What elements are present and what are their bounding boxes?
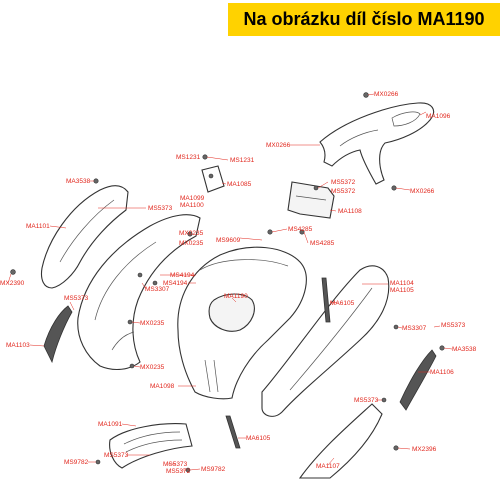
label-MS3307-right: MS3307 [402,325,427,332]
part-rear-carrier [319,102,435,185]
label-MX0266-right: MX0266 [410,188,435,195]
label-MS4194-b: MS4194 [163,280,188,287]
label-MS9609: MS9609 [216,237,241,244]
label-MS5372-a: MS5372 [331,179,356,186]
label-MS5373-mid: MS5373 [354,397,379,404]
part-seat-tray [177,246,307,400]
screws [10,92,445,473]
label-MA1085: MA1085 [227,181,252,188]
label-MX2390: MX2390 [0,280,25,287]
label-MS5373-low: MS5373 [163,461,188,468]
label-MX2396: MX2396 [412,446,437,453]
label-MS4285-b: MS4285 [310,240,335,247]
part-left-trim [43,305,73,364]
label-MS5372-b: MS5372 [331,188,356,195]
part-labels: MX0266 MA1096 MX0266 MS1231 MS1231 MA108… [0,91,477,475]
label-MA1104: MA1104 [390,280,414,287]
label-MS5372-low: MS5372 [166,468,191,475]
part-rear-lamp [109,423,193,469]
label-MS4194-a: MS4194 [170,272,195,279]
part-left-panel [40,185,129,289]
label-MS4285-a: MS4285 [288,226,313,233]
banner-title: Na obrázku díl číslo MA1190 [243,9,485,29]
leader-lines [7,93,453,471]
label-MA1105: MA1105 [390,287,414,294]
part-left-side-cover [77,214,201,371]
label-MS3307-left: MS3307 [145,286,170,293]
part-cover-center [287,181,335,219]
label-MS9782-b: MS9782 [201,466,226,473]
label-MA1101: MA1101 [26,223,50,230]
part-lower-right-panel [298,403,383,479]
part-bracket [201,165,225,193]
label-MA3538-left: MA3538 [66,178,91,185]
label-MS9782-a: MS9782 [64,459,89,466]
label-MA1103: MA1103 [6,342,30,349]
label-MA1099: MA1099 [180,195,205,202]
part-right-side-cover [261,265,390,417]
label-MX0266-left: MX0266 [266,142,291,149]
label-MA1190: MA1190 [224,293,248,300]
label-MA1096: MA1096 [426,113,451,120]
label-MA1108: MA1108 [338,208,362,215]
label-MA6105-bottom: MA6105 [246,435,271,442]
label-MA6105-top: MA6105 [330,300,355,307]
label-MA1091: MA1091 [98,421,123,428]
label-MS5373-left: MS5373 [64,295,89,302]
label-MS1231-a: MS1231 [176,154,201,161]
label-MA1098: MA1098 [150,383,175,390]
label-MA1107: MA1107 [316,463,340,470]
label-MS5373-top: MS5373 [148,205,173,212]
label-MS1231-b: MS1231 [230,157,255,164]
label-MX0235-b: MX0235 [179,240,204,247]
label-MA3538-right: MA3538 [452,346,477,353]
label-MS5373-right: MS5373 [441,322,466,329]
label-MX0266-top: MX0266 [374,91,399,98]
part-right-trim [399,349,437,411]
label-MX0235-a: MX0235 [179,230,204,237]
label-MA1100: MA1100 [180,202,204,209]
title-banner: Na obrázku díl číslo MA1190 [228,3,500,36]
label-MX0235-d: MX0235 [140,364,165,371]
label-MA1106: MA1106 [430,369,454,376]
label-MX0235-c: MX0235 [140,320,165,327]
label-MS5373-bot: MS5373 [104,452,129,459]
part-rods [225,277,331,449]
